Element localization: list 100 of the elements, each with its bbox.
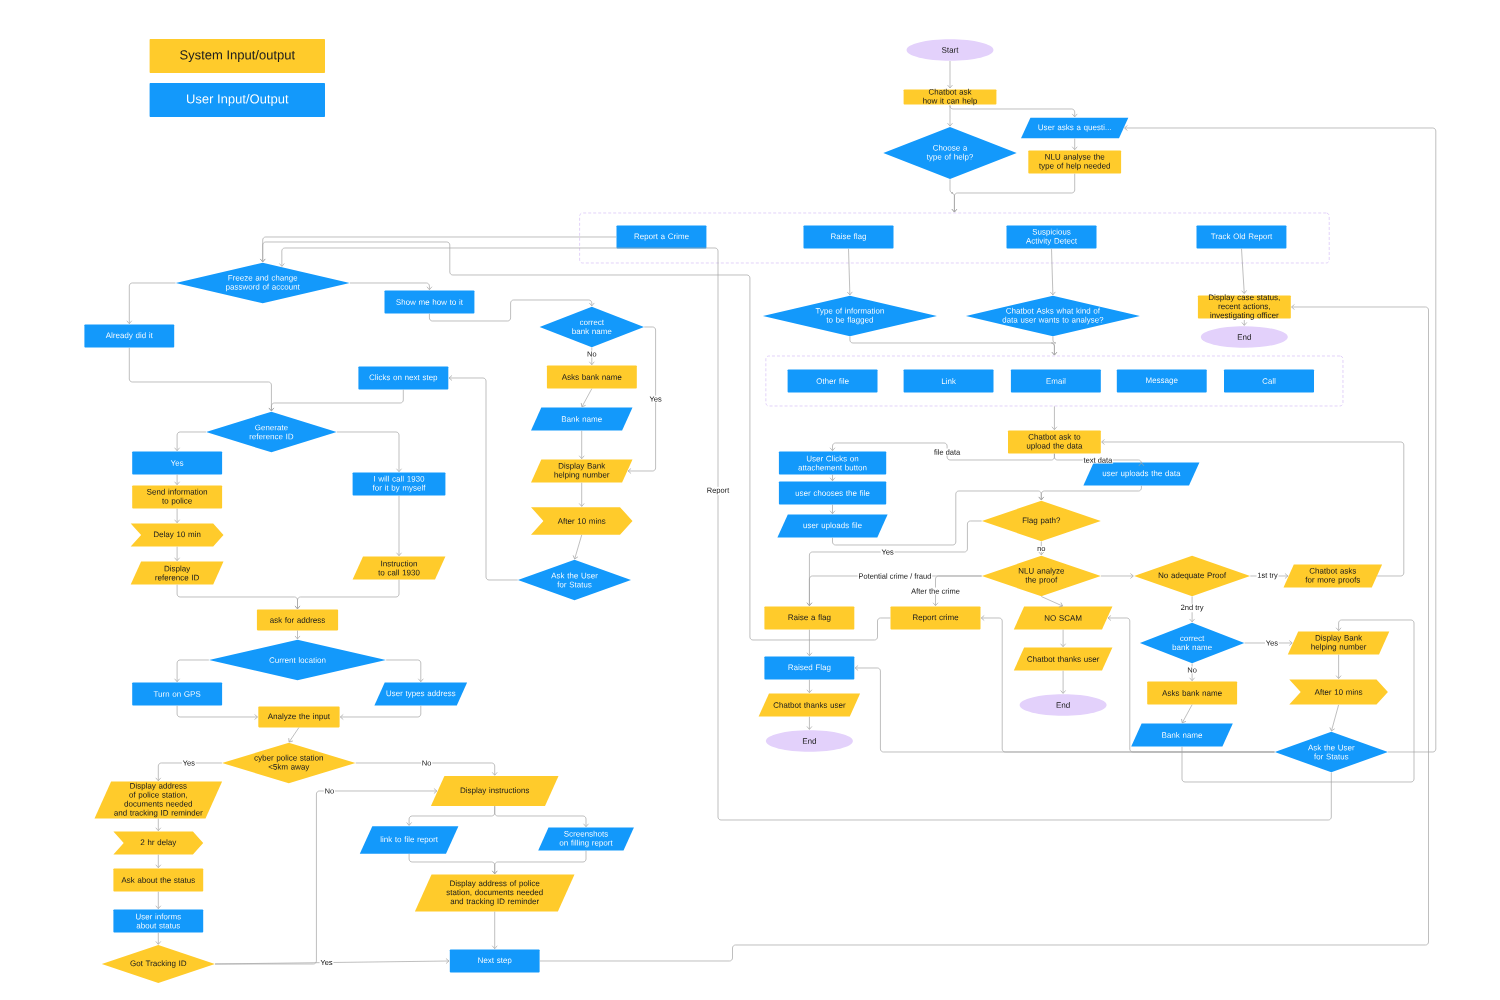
input-box: I will call 1930 for it by myself xyxy=(352,472,446,496)
data-parallelogram: Display address of police station, documents needed and tracking ID reminder xyxy=(94,781,223,819)
arrow xyxy=(491,850,587,875)
arrow xyxy=(1189,596,1195,623)
data-parallelogram: User asks a questi... xyxy=(1021,117,1129,139)
arrow xyxy=(126,282,176,325)
input-box: User Clicks on attachement button xyxy=(778,451,887,475)
arrow xyxy=(951,173,1076,213)
arrow xyxy=(174,546,180,562)
input-box: Clicks on next step xyxy=(358,366,449,390)
arrow xyxy=(491,911,498,950)
arrow xyxy=(174,508,180,524)
arrow xyxy=(336,431,402,473)
arrow xyxy=(1181,619,1415,783)
arrow xyxy=(1038,541,1045,556)
arrow xyxy=(1049,248,1056,296)
arrow xyxy=(294,630,301,640)
input-box: user chooses the file xyxy=(778,481,887,505)
arrow xyxy=(539,304,1429,962)
arrow xyxy=(806,716,813,730)
arrow xyxy=(1249,573,1289,579)
legend-label: User Input/Output xyxy=(187,93,289,107)
input-box: Already did it xyxy=(84,324,175,348)
input-box: Raised Flag xyxy=(764,656,855,680)
input-box: Turn on GPS xyxy=(132,682,223,706)
data-parallelogram: Display Bank helping number xyxy=(1287,631,1390,655)
data-parallelogram: Chatbot asks for more proofs xyxy=(1283,564,1383,588)
data-parallelogram: user uploads the data xyxy=(1083,462,1200,486)
group-frame xyxy=(579,212,1330,264)
data-parallelogram: Display address of police station, documents needed and tracking ID reminder xyxy=(414,874,575,912)
arrow xyxy=(355,762,498,776)
arrow xyxy=(829,442,1055,461)
group-frame xyxy=(765,355,1344,407)
delay-box: 2 hr delay xyxy=(113,831,204,855)
arrow xyxy=(1101,439,1405,577)
arrow xyxy=(214,958,450,965)
arrow xyxy=(947,105,953,127)
arrow xyxy=(155,854,162,869)
arrow xyxy=(1241,319,1248,326)
arrow xyxy=(385,659,424,683)
data-parallelogram: Screenshots on filling report xyxy=(538,827,634,851)
data-parallelogram: Bank name xyxy=(531,407,633,431)
input-box: Report a Crime xyxy=(616,225,707,249)
arrow xyxy=(1124,125,1437,753)
arrow xyxy=(588,347,595,366)
arrow xyxy=(339,705,422,720)
input-box: Raise flag xyxy=(803,225,894,249)
data-parallelogram: Bank name xyxy=(1131,723,1233,747)
input-box: Call xyxy=(1224,369,1314,393)
arrow xyxy=(806,679,813,694)
process-box: NLU analyse the type of help needed xyxy=(1028,150,1122,174)
arrow xyxy=(1189,663,1195,682)
arrow xyxy=(1038,485,1142,501)
input-box: Suspicious Activity Detect xyxy=(1006,225,1097,249)
data-parallelogram: Chatbot thanks user xyxy=(758,693,861,717)
arrow xyxy=(572,534,583,560)
arrow xyxy=(448,375,519,581)
process-box: Asks bank name xyxy=(1147,681,1238,705)
data-parallelogram: user uploads file xyxy=(777,514,888,538)
process-box: Report crime xyxy=(890,606,981,630)
process-box: Chatbot ask to upload the data xyxy=(1008,430,1101,454)
arrow xyxy=(294,579,400,610)
delay-box: Delay 10 min xyxy=(130,523,224,547)
arrow xyxy=(429,299,595,322)
arrow xyxy=(1040,596,1063,608)
arrow xyxy=(1181,704,1193,724)
arrow xyxy=(1060,670,1066,694)
arrow xyxy=(279,247,1332,821)
arrow xyxy=(1051,406,1058,431)
input-box: Email xyxy=(1010,369,1101,393)
input-box: Next step xyxy=(449,949,540,973)
delay-box: After 10 mins xyxy=(1289,679,1388,705)
data-parallelogram: link to file report xyxy=(359,826,459,854)
arrow xyxy=(947,60,953,89)
arrow xyxy=(846,248,853,296)
arrow xyxy=(1241,248,1247,294)
arrow xyxy=(174,431,207,452)
arrow xyxy=(1051,336,1058,356)
arrow xyxy=(288,727,300,743)
data-parallelogram: Display reference ID xyxy=(130,561,224,585)
legend-label: System Input/output xyxy=(180,49,295,63)
arrow xyxy=(155,932,162,945)
arrow xyxy=(829,474,836,482)
arrow xyxy=(155,891,162,910)
arrow xyxy=(1329,704,1339,732)
data-parallelogram: Display Bank helping number xyxy=(531,459,633,483)
arrow xyxy=(174,474,180,486)
input-box: Yes xyxy=(132,451,223,475)
arrow xyxy=(578,430,585,460)
arrow xyxy=(1335,654,1342,679)
arrow xyxy=(349,282,433,291)
input-box: Track Old Report xyxy=(1196,225,1287,249)
process-box: Analyze the input xyxy=(258,706,340,728)
arrow xyxy=(1107,615,1275,753)
process-box: Asks bank name xyxy=(546,365,637,389)
process-box: Chatbot ask how it can help xyxy=(903,88,997,106)
arrow xyxy=(174,659,210,683)
arrow xyxy=(1060,629,1066,648)
process-box: Display case status, recent actions, investigating officer xyxy=(1197,294,1291,320)
arrow xyxy=(176,705,258,720)
